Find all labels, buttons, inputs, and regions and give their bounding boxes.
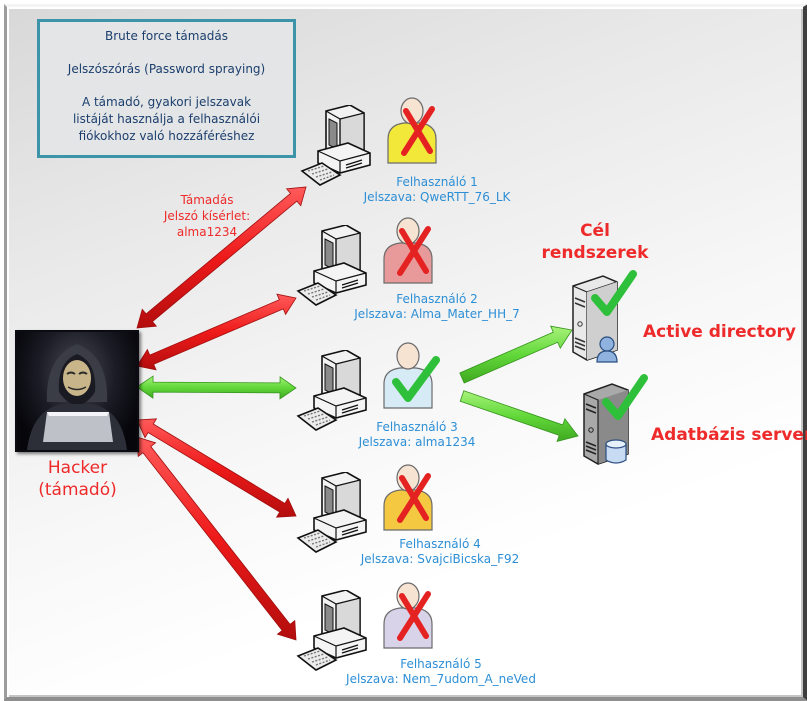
user-password: Jelszava: Alma_Mater_HH_7	[354, 307, 520, 321]
target-heading-line: Cél	[580, 221, 610, 241]
database-server-label: Adatbázis server	[651, 425, 807, 445]
red-x-icon	[401, 106, 435, 156]
database-server-icon	[583, 374, 648, 465]
info-description-line: A támadó, gyakori jelszavak	[81, 95, 252, 109]
user-name: Felhasználó 3	[376, 420, 458, 434]
info-box: Brute force támadás Jelszószórás (Passwo…	[37, 19, 296, 158]
green-check-icon	[392, 356, 440, 402]
hacker-label: Hacker (támadó)	[15, 457, 140, 501]
info-description-line: listáját használja a felhasználói	[72, 112, 261, 126]
computer-icon	[296, 224, 367, 306]
access-arrow-active-directory	[459, 325, 573, 384]
red-x-icon	[397, 591, 431, 641]
user-password: Jelszava: alma1234	[358, 435, 476, 449]
computer-icon	[300, 104, 371, 186]
hacker-photo	[15, 330, 139, 452]
user-person-icon	[383, 582, 433, 649]
user-name: Felhasználó 4	[399, 537, 481, 551]
user-name: Felhasználó 1	[396, 175, 478, 189]
user-password: Jelszava: SvajciBicska_F92	[360, 552, 520, 566]
hacker-icon	[27, 344, 127, 450]
access-arrow-database	[459, 390, 579, 443]
hacker-label-line: (támadó)	[38, 480, 117, 500]
info-title: Brute force támadás	[104, 29, 229, 43]
info-subtitle: Jelszószórás (Password spraying)	[67, 62, 266, 76]
user-person-icon	[383, 342, 440, 409]
attack-arrow-1	[136, 186, 307, 329]
attack-label: Támadás Jelszó kísérlet: alma1234	[132, 192, 282, 240]
attack-arrow-2	[136, 293, 297, 371]
user-person-icon	[383, 464, 433, 531]
attack-label-line: alma1234	[176, 225, 238, 239]
green-check-icon	[591, 270, 637, 316]
computer-icon	[296, 471, 367, 553]
user-name: Felhasználó 5	[400, 657, 482, 671]
attack-label-line: Jelszó kísérlet:	[163, 209, 251, 223]
target-systems-heading: Cél rendszerek	[540, 220, 650, 264]
attack-arrow-5	[136, 436, 297, 641]
user-password: Jelszava: Nem_7udom_A_neVed	[346, 672, 536, 686]
user-name: Felhasználó 2	[396, 292, 478, 306]
user-password: Jelszava: QweRTT_76_LK	[363, 190, 511, 204]
attack-label-line: Támadás	[180, 193, 234, 207]
target-heading-line: rendszerek	[541, 243, 649, 263]
red-x-icon	[397, 473, 431, 523]
attack-arrow-4	[136, 418, 297, 518]
computer-icon	[296, 589, 367, 671]
success-arrow-3	[136, 375, 297, 400]
info-description-line: fiókokhoz való hozzáféréshez	[78, 129, 255, 143]
hacker-label-line: Hacker	[47, 458, 108, 478]
active-directory-server-icon	[572, 270, 637, 363]
green-check-icon	[602, 374, 648, 420]
red-x-icon	[397, 226, 431, 276]
active-directory-label: Active directory	[643, 322, 796, 342]
computer-icon	[296, 349, 367, 431]
user-person-icon	[383, 217, 433, 284]
user-person-icon	[387, 97, 437, 164]
